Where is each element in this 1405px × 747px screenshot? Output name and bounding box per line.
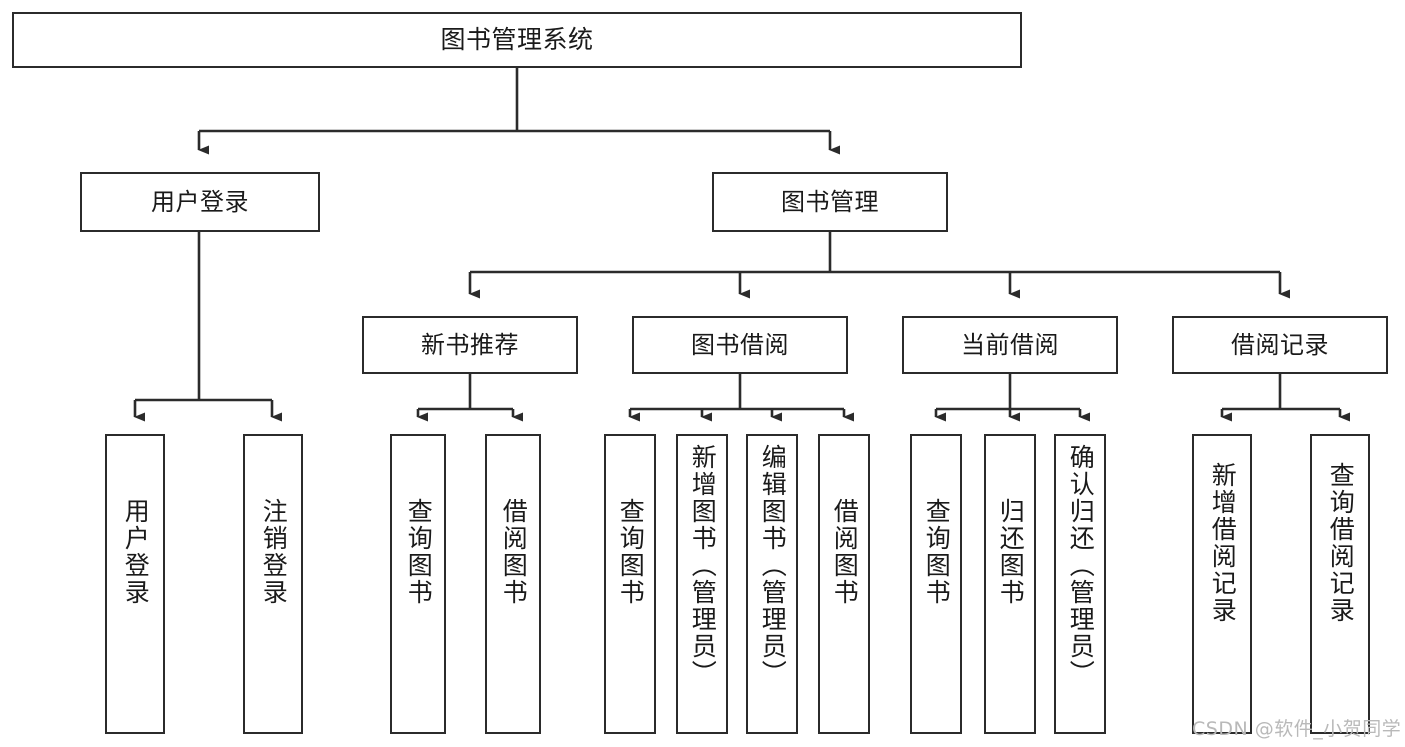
node-root-label: 图书管理系统 [440,25,594,55]
node-leaf-logout-label: 注销登录 [259,498,289,606]
node-leaf-query-book-2[interactable]: 查询图书 [604,434,656,734]
node-leaf-add-record[interactable]: 新增借阅记录 [1192,434,1252,734]
node-borrow-record-label: 借阅记录 [1231,330,1329,359]
node-leaf-user-login[interactable]: 用户登录 [105,434,165,734]
node-book-manage[interactable]: 图书管理 [712,172,948,232]
node-borrow-record[interactable]: 借阅记录 [1172,316,1388,374]
node-leaf-query-record-label: 查询借阅记录 [1326,462,1356,624]
node-book-borrow[interactable]: 图书借阅 [632,316,848,374]
node-root[interactable]: 图书管理系统 [12,12,1022,68]
node-leaf-logout[interactable]: 注销登录 [243,434,303,734]
node-leaf-return-book-label: 归还图书 [996,498,1026,606]
node-new-book-recommend[interactable]: 新书推荐 [362,316,578,374]
node-leaf-confirm-return[interactable]: 确认归还（管理员） [1054,434,1106,734]
node-leaf-borrow-book-1[interactable]: 借阅图书 [485,434,541,734]
node-leaf-query-book-2-label: 查询图书 [616,498,646,606]
node-leaf-query-record[interactable]: 查询借阅记录 [1310,434,1370,734]
node-leaf-confirm-return-label: 确认归还（管理员） [1066,444,1096,687]
node-leaf-edit-book-label: 编辑图书（管理员） [758,444,788,687]
node-leaf-query-book-3-label: 查询图书 [922,498,952,606]
csdn-watermark: CSDN @软件_小贺同学 [1192,718,1402,740]
node-leaf-query-book-1-label: 查询图书 [404,498,434,606]
node-leaf-borrow-book-1-label: 借阅图书 [499,498,529,606]
node-leaf-edit-book[interactable]: 编辑图书（管理员） [746,434,798,734]
node-leaf-return-book[interactable]: 归还图书 [984,434,1036,734]
node-leaf-add-record-label: 新增借阅记录 [1208,462,1238,624]
node-leaf-user-login-label: 用户登录 [121,498,151,606]
node-current-borrow[interactable]: 当前借阅 [902,316,1118,374]
node-user-login-label: 用户登录 [151,187,249,216]
node-user-login[interactable]: 用户登录 [80,172,320,232]
node-book-manage-label: 图书管理 [781,187,879,216]
node-new-book-recommend-label: 新书推荐 [421,330,519,359]
node-leaf-query-book-1[interactable]: 查询图书 [390,434,446,734]
node-current-borrow-label: 当前借阅 [961,330,1059,359]
node-leaf-borrow-book-2[interactable]: 借阅图书 [818,434,870,734]
node-book-borrow-label: 图书借阅 [691,330,789,359]
node-leaf-add-book-label: 新增图书（管理员） [688,444,718,687]
node-leaf-borrow-book-2-label: 借阅图书 [830,498,860,606]
node-leaf-query-book-3[interactable]: 查询图书 [910,434,962,734]
node-leaf-add-book[interactable]: 新增图书（管理员） [676,434,728,734]
